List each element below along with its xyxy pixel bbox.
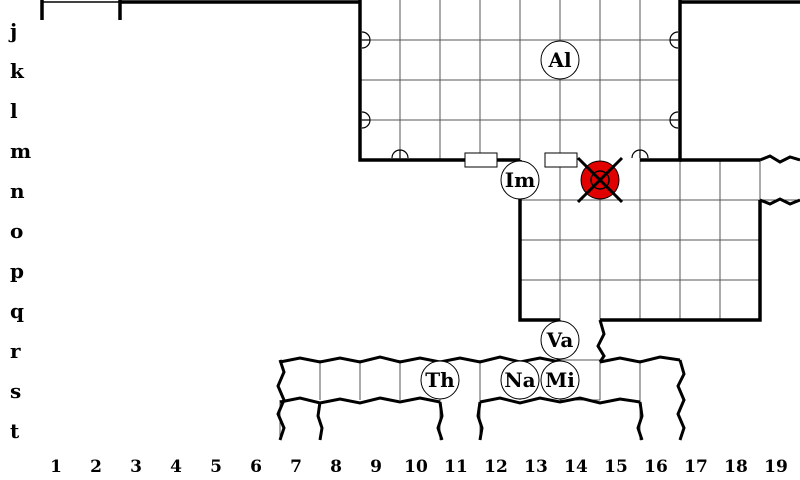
sconce-icon [669, 111, 679, 129]
column-label-1: 1 [50, 457, 62, 477]
row-label-q: q [10, 299, 24, 323]
row-label-o: o [10, 219, 23, 243]
column-label-4: 4 [170, 457, 182, 477]
column-label-9: 9 [370, 457, 382, 477]
row-label-m: m [10, 139, 31, 163]
walls [40, 0, 800, 441]
column-label-11: 11 [444, 457, 468, 477]
row-label-k: k [10, 59, 25, 83]
cross-mark-line [576, 156, 624, 204]
sconce-icon [669, 31, 679, 49]
column-label-14: 14 [564, 457, 588, 477]
token-na[interactable]: Na [500, 360, 540, 400]
row-label-j: j [8, 19, 17, 43]
token-th[interactable]: Th [420, 360, 460, 400]
doors [464, 152, 578, 168]
sconce-icon [631, 149, 649, 159]
door-marker[interactable] [544, 152, 578, 168]
column-label-19: 19 [764, 457, 788, 477]
wall-sconces [361, 31, 679, 159]
row-label-p: p [10, 259, 24, 283]
token-circle [500, 360, 540, 400]
column-label-3: 3 [130, 457, 142, 477]
column-label-15: 15 [604, 457, 628, 477]
column-label-18: 18 [724, 457, 748, 477]
column-label-2: 2 [90, 457, 102, 477]
column-label-6: 6 [250, 457, 262, 477]
floor-grid [279, 0, 800, 440]
token-label: Va [546, 328, 574, 352]
sconce-icon [391, 149, 409, 159]
token-label: Th [425, 368, 455, 392]
token-label: Na [504, 368, 535, 392]
token-label: Al [547, 48, 572, 72]
row-label-n: n [10, 179, 25, 203]
token-label: Im [505, 168, 536, 192]
column-label-16: 16 [644, 457, 668, 477]
token-circle [420, 360, 460, 400]
token-al[interactable]: Al [540, 40, 580, 80]
defeated-token[interactable] [576, 156, 624, 204]
column-label-7: 7 [290, 457, 302, 477]
sconce-icon [361, 111, 371, 129]
token-label: Mi [545, 368, 575, 392]
token-circle [540, 40, 580, 80]
column-label-5: 5 [210, 457, 222, 477]
row-label-r: r [10, 339, 21, 363]
row-label-t: t [10, 419, 20, 443]
row-label-l: l [10, 99, 18, 123]
token-mi[interactable]: Mi [540, 360, 580, 400]
sconce-icon [361, 31, 371, 49]
token-circle [540, 360, 580, 400]
column-label-8: 8 [330, 457, 342, 477]
token-circle [500, 160, 540, 200]
column-label-12: 12 [484, 457, 508, 477]
column-label-10: 10 [404, 457, 428, 477]
token-va[interactable]: Va [540, 320, 580, 360]
token-circle [540, 320, 580, 360]
defeated-glyph [590, 170, 610, 190]
column-label-13: 13 [524, 457, 548, 477]
door-marker[interactable] [464, 152, 498, 168]
column-label-17: 17 [684, 457, 708, 477]
row-label-s: s [10, 379, 21, 403]
token-im[interactable]: Im [500, 160, 540, 200]
